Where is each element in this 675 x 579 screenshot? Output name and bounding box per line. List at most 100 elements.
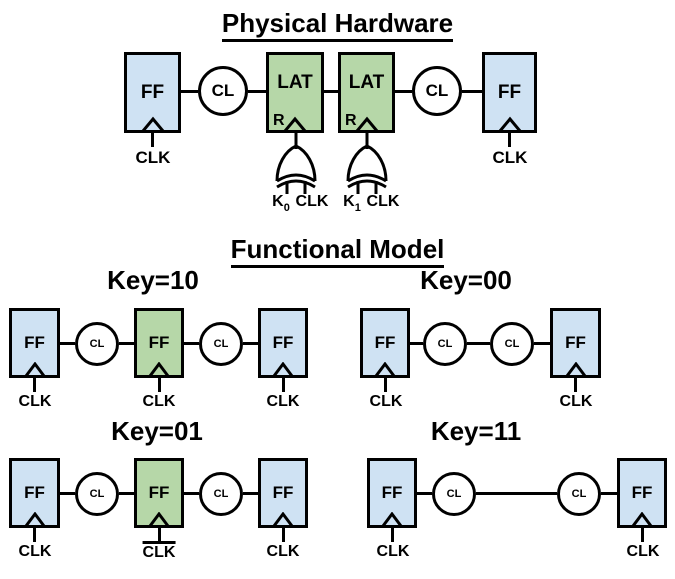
clk-label-text: CLK bbox=[626, 543, 660, 560]
clk-stub bbox=[641, 528, 644, 542]
wire bbox=[601, 492, 617, 495]
wire bbox=[60, 492, 75, 495]
lat-box: LAT R bbox=[266, 52, 324, 133]
wire bbox=[243, 492, 258, 495]
wire bbox=[476, 492, 557, 495]
key01-heading: Key=01 bbox=[111, 416, 203, 447]
functional-model-title-text: Functional Model bbox=[230, 234, 445, 268]
ff-box: FF bbox=[617, 458, 667, 528]
cl-node: CL bbox=[75, 322, 119, 366]
ff-label: FF bbox=[148, 333, 170, 352]
wire bbox=[462, 90, 482, 93]
clk-label: CLK bbox=[377, 543, 410, 561]
wire bbox=[119, 492, 134, 495]
clk-label-text: CLK bbox=[492, 148, 528, 167]
clk-stub bbox=[151, 133, 154, 147]
clock-triangle-icon bbox=[374, 362, 396, 377]
clk-label-text: CLK bbox=[369, 393, 403, 410]
key1-text: K bbox=[343, 193, 355, 210]
clk-label: CLK bbox=[143, 393, 176, 411]
cl-label: CL bbox=[571, 488, 587, 500]
key11-heading-text: Key=11 bbox=[430, 416, 522, 446]
clock-triangle-icon bbox=[631, 512, 653, 527]
clk-label: CLK bbox=[136, 148, 171, 168]
ff-box: FF bbox=[367, 458, 417, 528]
gate2-clk-text: CLK bbox=[366, 193, 400, 210]
gate1-clk-label: CLK bbox=[296, 193, 329, 211]
ff-box: FF bbox=[550, 308, 601, 378]
ff-label: FF bbox=[272, 483, 294, 502]
clk-stub bbox=[282, 528, 285, 542]
wire bbox=[119, 342, 134, 345]
cl-label: CL bbox=[89, 488, 105, 500]
clk-stub bbox=[158, 378, 161, 392]
cl-node: CL bbox=[198, 66, 248, 116]
key00-heading-text: Key=00 bbox=[420, 265, 512, 295]
ff-box: FF bbox=[360, 308, 410, 378]
clk-label-text: CLK bbox=[376, 543, 410, 560]
clock-triangle-icon bbox=[148, 362, 170, 377]
clk-stub bbox=[508, 133, 511, 147]
cl-label: CL bbox=[213, 488, 229, 500]
ff-label: FF bbox=[140, 81, 165, 103]
lat-box: LAT R bbox=[338, 52, 395, 133]
key11-heading: Key=11 bbox=[430, 416, 522, 447]
wire bbox=[248, 90, 266, 93]
wire bbox=[417, 492, 432, 495]
xor-gate-icon bbox=[275, 133, 317, 194]
clk-label: CLK bbox=[493, 148, 528, 168]
cl-node: CL bbox=[199, 472, 243, 516]
ff-label: FF bbox=[24, 483, 45, 502]
key0-sub: 0 bbox=[283, 202, 290, 214]
cl-label: CL bbox=[89, 338, 105, 350]
key10-heading-text: Key=10 bbox=[107, 265, 199, 295]
ff-box: FF bbox=[258, 458, 308, 528]
ff-label: FF bbox=[631, 483, 653, 502]
cl-node: CL bbox=[75, 472, 119, 516]
key0-input-label: K0 bbox=[272, 193, 290, 215]
wire bbox=[534, 342, 550, 345]
cl-label: CL bbox=[211, 81, 235, 100]
physical-hardware-title-text: Physical Hardware bbox=[221, 8, 454, 42]
key00-heading: Key=00 bbox=[420, 265, 512, 296]
clk-stub bbox=[574, 378, 577, 392]
clock-triangle-icon bbox=[141, 116, 164, 132]
clock-triangle-icon bbox=[148, 512, 170, 527]
ff-box-keyed: FF bbox=[134, 458, 184, 528]
clk-label: CLK bbox=[19, 543, 52, 561]
ff-label: FF bbox=[565, 333, 586, 352]
clk-label-text: CLK bbox=[559, 393, 593, 410]
clk-label-text: CLK bbox=[18, 543, 52, 560]
clk-stub bbox=[282, 378, 285, 392]
clk-stub bbox=[384, 378, 387, 392]
key1-sub: 1 bbox=[354, 202, 361, 214]
clk-stub bbox=[33, 378, 36, 392]
lat-label: LAT bbox=[348, 71, 385, 93]
cl-node: CL bbox=[199, 322, 243, 366]
cl-label: CL bbox=[504, 338, 520, 350]
cl-node: CL bbox=[423, 322, 467, 366]
clock-triangle-icon bbox=[24, 362, 45, 377]
clock-triangle-icon bbox=[565, 362, 586, 377]
key10-heading: Key=10 bbox=[107, 265, 199, 296]
ff-label: FF bbox=[272, 333, 294, 352]
cl-node: CL bbox=[412, 66, 462, 116]
wire bbox=[184, 342, 199, 345]
wire bbox=[181, 90, 198, 93]
clk-bar-text: CLK bbox=[142, 541, 176, 562]
key01-heading-text: Key=01 bbox=[111, 416, 203, 446]
ff-box: FF bbox=[9, 458, 60, 528]
key0-text: K bbox=[272, 193, 284, 210]
cl-label: CL bbox=[437, 338, 453, 350]
lat-label: LAT bbox=[277, 71, 313, 93]
clock-triangle-icon bbox=[272, 512, 294, 527]
gate2-clk-label: CLK bbox=[367, 193, 400, 211]
clk-stub bbox=[391, 528, 394, 542]
clk-label: CLK bbox=[370, 393, 403, 411]
clock-triangle-icon bbox=[283, 116, 307, 132]
ff-label: FF bbox=[374, 333, 396, 352]
clk-label: CLK bbox=[267, 543, 300, 561]
ff-box: FF bbox=[258, 308, 308, 378]
clk-bar-label: CLK bbox=[142, 541, 176, 562]
